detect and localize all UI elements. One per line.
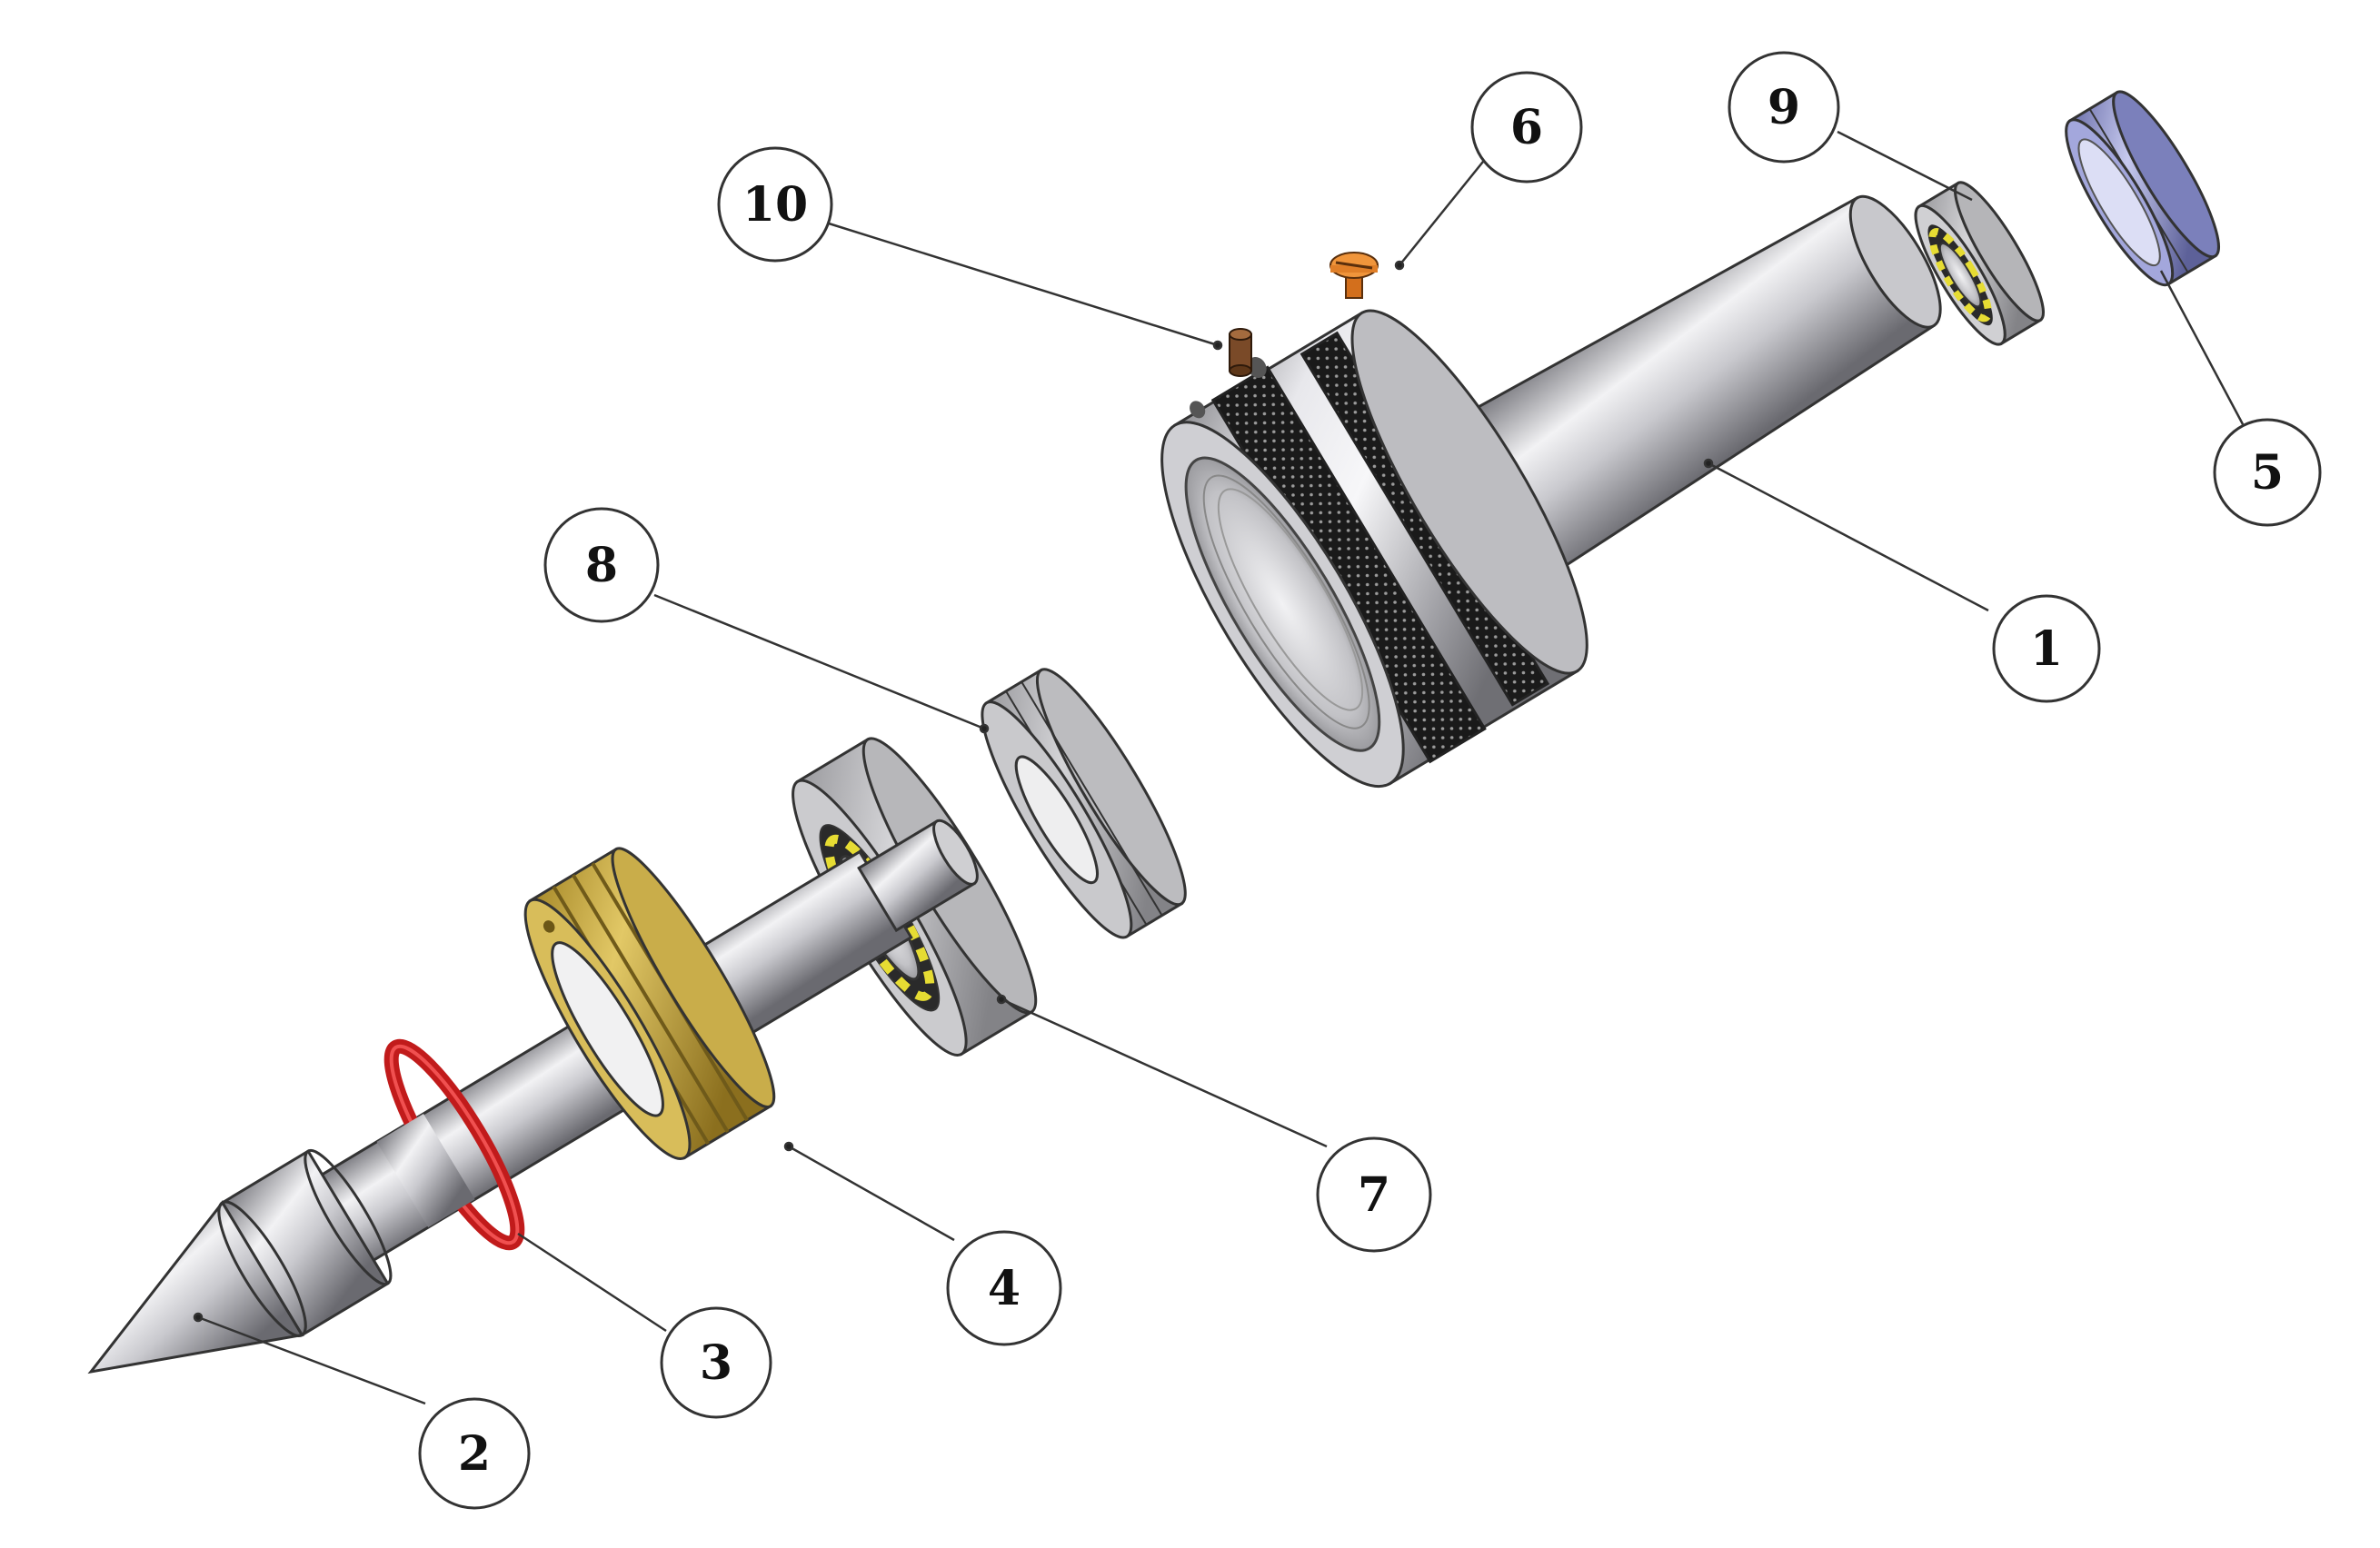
leader-4: [788, 1145, 955, 1242]
leader-3: [517, 1232, 667, 1333]
balloon-9-label: 9: [1768, 80, 1800, 135]
balloon-7-label: 7: [1358, 1167, 1390, 1223]
leader-8: [653, 593, 985, 730]
leader-1: [1708, 461, 1989, 612]
part-4-threaded-nut: [523, 847, 776, 1161]
balloon-1-label: 1: [2030, 621, 2063, 677]
balloon-3-label: 3: [700, 1335, 732, 1391]
balloon-9: 9: [1728, 51, 1840, 164]
balloon-5: 5: [2213, 418, 2322, 527]
balloon-8-label: 8: [585, 538, 618, 593]
balloon-1: 1: [1992, 594, 2101, 703]
part-8-seal-ring: [981, 668, 1187, 939]
balloon-6: 6: [1470, 71, 1583, 184]
part-2-center-spindle: [87, 819, 979, 1374]
leader-10: [828, 222, 1219, 347]
leader-7: [1001, 997, 1328, 1148]
part-6-lube-screw: [1329, 252, 1379, 299]
part-5-end-cap: [2065, 90, 2220, 287]
balloon-8: 8: [543, 507, 660, 623]
part-1-body: [1160, 194, 1942, 789]
balloon-2: 2: [418, 1397, 531, 1510]
balloon-10: 10: [717, 146, 833, 263]
balloon-10-label: 10: [742, 177, 808, 233]
part-9-small-bearing: [1914, 181, 2045, 346]
leader-5: [2159, 270, 2245, 425]
balloon-7: 7: [1316, 1136, 1432, 1253]
leader-6: [1399, 152, 1491, 266]
leader-9: [1837, 130, 1973, 202]
balloon-6-label: 6: [1510, 100, 1543, 155]
balloon-5-label: 5: [2251, 445, 2284, 501]
leader-lines: [193, 130, 2245, 1405]
balloon-2-label: 2: [458, 1426, 491, 1482]
balloon-4: 4: [946, 1230, 1062, 1346]
part-10-set-screw: [1229, 328, 1252, 377]
balloon-3: 3: [660, 1306, 772, 1419]
balloon-4-label: 4: [988, 1261, 1021, 1316]
leader-2: [197, 1315, 426, 1405]
